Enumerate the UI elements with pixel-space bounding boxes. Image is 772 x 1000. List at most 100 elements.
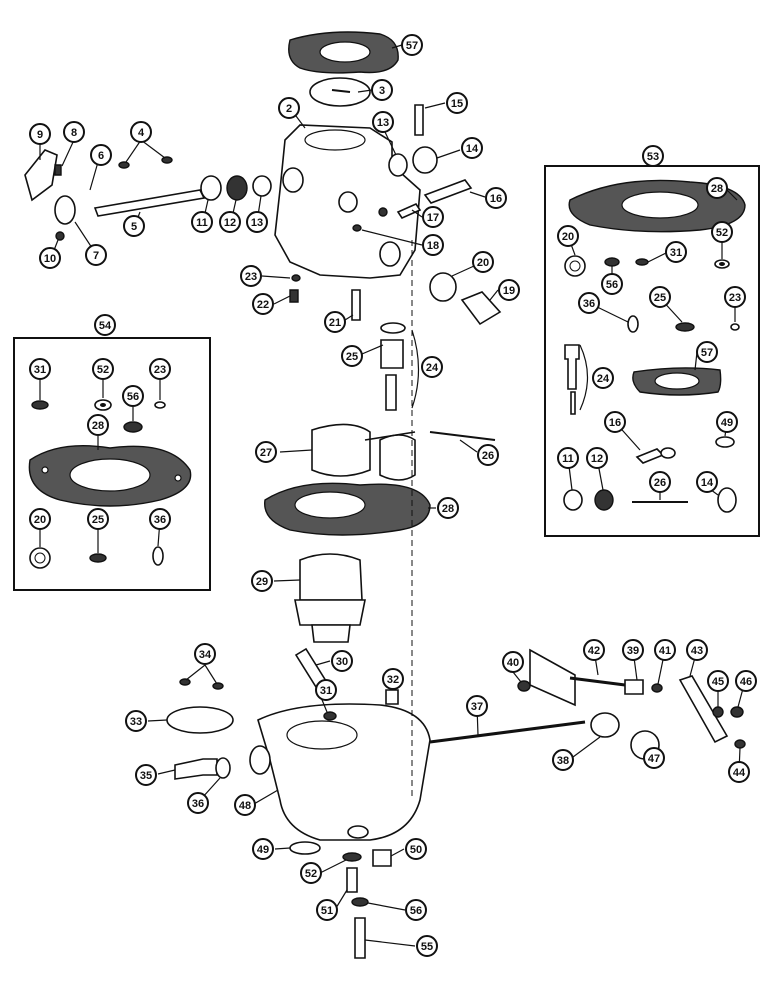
svg-text:25: 25	[346, 351, 358, 363]
svg-text:11: 11	[196, 217, 208, 229]
callout-31: 31	[315, 679, 337, 701]
kit-54-callout-56: 56	[122, 385, 144, 407]
callout-52: 52	[300, 862, 322, 884]
kit-54-callout-52: 52	[92, 358, 114, 380]
callout-47: 47	[643, 747, 665, 769]
svg-text:20: 20	[477, 257, 489, 269]
kit-53-title: 53	[642, 145, 664, 167]
needle-valve-24	[380, 322, 406, 411]
svg-text:36: 36	[154, 514, 166, 526]
callout-44: 44	[728, 761, 750, 783]
callout-14: 14	[461, 137, 483, 159]
callout-56: 56	[405, 899, 427, 921]
svg-text:4: 4	[138, 127, 145, 139]
callout-5: 5	[123, 215, 145, 237]
svg-text:19: 19	[503, 285, 515, 297]
callout-4: 4	[130, 121, 152, 143]
svg-text:18: 18	[427, 240, 439, 252]
svg-text:23: 23	[154, 364, 166, 376]
svg-text:36: 36	[583, 298, 595, 310]
kit-53-callout-16: 16	[604, 411, 626, 433]
svg-text:9: 9	[37, 129, 43, 141]
svg-text:48: 48	[239, 800, 251, 812]
svg-text:13: 13	[251, 217, 263, 229]
svg-text:52: 52	[716, 227, 728, 239]
callout-3: 3	[371, 79, 393, 101]
svg-text:23: 23	[245, 271, 257, 283]
callout-45: 45	[707, 670, 729, 692]
svg-text:57: 57	[701, 347, 713, 359]
float-27	[311, 423, 496, 481]
callout-24: 24	[421, 356, 443, 378]
fuel-inlet-parts	[289, 272, 502, 326]
callout-32: 32	[382, 668, 404, 690]
svg-text:43: 43	[691, 645, 703, 657]
callout-42: 42	[583, 639, 605, 661]
callout-29: 29	[251, 570, 273, 592]
callout-11: 11	[191, 211, 213, 233]
svg-text:49: 49	[721, 417, 733, 429]
callout-39: 39	[622, 639, 644, 661]
svg-text:14: 14	[701, 477, 714, 489]
svg-text:26: 26	[482, 450, 494, 462]
svg-text:6: 6	[98, 150, 104, 162]
callout-34: 34	[194, 643, 216, 665]
callout-40: 40	[502, 651, 524, 673]
svg-text:40: 40	[507, 657, 519, 669]
svg-text:17: 17	[427, 212, 439, 224]
callout-8: 8	[63, 121, 85, 143]
svg-text:20: 20	[562, 231, 574, 243]
callout-25: 25	[341, 345, 363, 367]
callout-13-lower: 13	[246, 211, 268, 233]
callout-37: 37	[466, 695, 488, 717]
kit-53-callout-31: 31	[665, 241, 687, 263]
svg-text:12: 12	[224, 217, 236, 229]
callout-6: 6	[90, 144, 112, 166]
venturi-29	[294, 553, 366, 643]
svg-text:56: 56	[127, 391, 139, 403]
kit-53-callout-24: 24	[592, 367, 614, 389]
kit-53-parts	[563, 179, 746, 513]
callout-36: 36	[187, 792, 209, 814]
kit-53-callout-49: 49	[716, 411, 738, 433]
callout-27: 27	[255, 441, 277, 463]
svg-text:32: 32	[387, 674, 399, 686]
svg-text:35: 35	[140, 770, 152, 782]
callout-7: 7	[85, 244, 107, 266]
kit-53-callout-25: 25	[649, 286, 671, 308]
svg-text:13: 13	[377, 117, 389, 129]
callout-17: 17	[422, 206, 444, 228]
callout-50: 50	[405, 838, 427, 860]
kit-53-callout-26: 26	[649, 471, 671, 493]
callout-26: 26	[477, 444, 499, 466]
callout-51: 51	[316, 899, 338, 921]
callout-48: 48	[234, 794, 256, 816]
callout-20: 20	[472, 251, 494, 273]
callout-43: 43	[686, 639, 708, 661]
main-body-48	[249, 703, 431, 841]
svg-text:23: 23	[729, 292, 741, 304]
svg-text:31: 31	[670, 247, 682, 259]
svg-text:14: 14	[466, 143, 479, 155]
svg-text:20: 20	[34, 514, 46, 526]
kit-53-callout-14: 14	[696, 471, 718, 493]
svg-text:26: 26	[654, 477, 666, 489]
kit-54-callout-36: 36	[149, 508, 171, 530]
callout-28: 28	[437, 497, 459, 519]
svg-text:30: 30	[336, 656, 348, 668]
svg-text:45: 45	[712, 676, 724, 688]
callout-19: 19	[498, 279, 520, 301]
svg-text:44: 44	[733, 767, 746, 779]
callout-49: 49	[252, 838, 274, 860]
svg-text:46: 46	[740, 676, 752, 688]
svg-text:31: 31	[320, 685, 332, 697]
svg-text:54: 54	[99, 320, 112, 332]
svg-text:47: 47	[648, 753, 660, 765]
svg-text:12: 12	[591, 453, 603, 465]
svg-text:5: 5	[131, 221, 137, 233]
svg-text:3: 3	[379, 85, 385, 97]
svg-text:38: 38	[557, 755, 569, 767]
kit-54-parts	[28, 399, 192, 569]
kit-53-callout-57: 57	[696, 341, 718, 363]
kit-54-callout-25: 25	[87, 508, 109, 530]
